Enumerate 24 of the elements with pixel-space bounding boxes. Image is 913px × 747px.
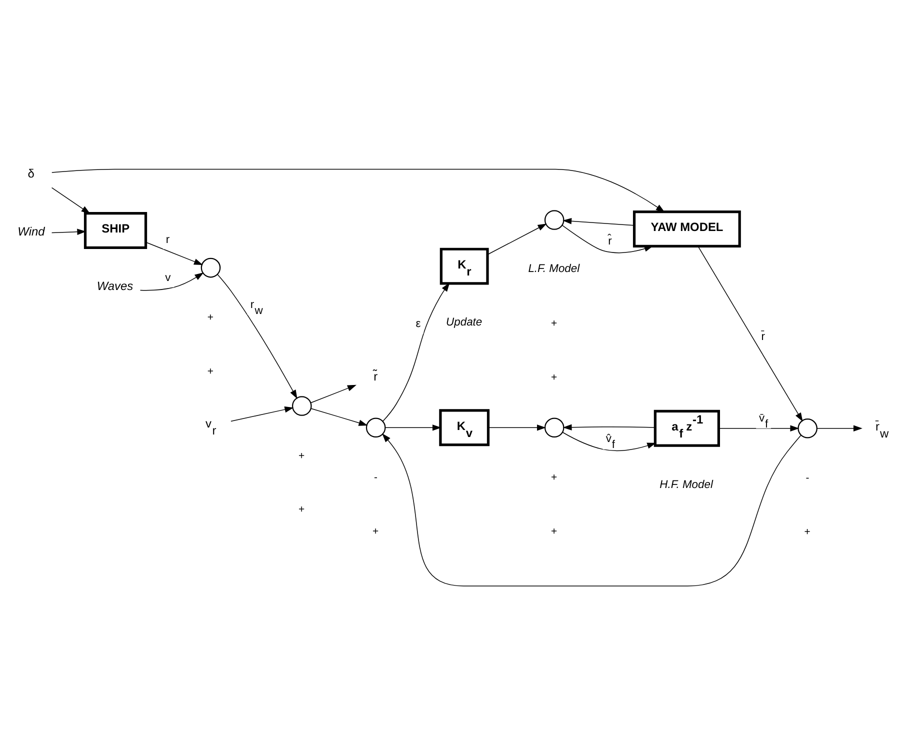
label: +	[207, 312, 214, 324]
edge-label: ε	[416, 318, 421, 330]
node-text: Waves	[96, 279, 134, 294]
label: +	[550, 472, 558, 484]
edge-label: v	[165, 272, 171, 284]
label: L.F. Model	[528, 262, 580, 275]
edge-label: r̂	[608, 235, 612, 248]
node-text: Wind	[18, 224, 45, 239]
label: +	[298, 450, 305, 462]
label: +	[804, 526, 810, 538]
edge-label: r	[166, 234, 170, 246]
node-text: r̃	[374, 369, 378, 384]
label: Update	[446, 316, 482, 329]
label: -	[374, 472, 378, 484]
label: -	[806, 473, 810, 484]
label: H.F. Model	[660, 478, 713, 491]
node-text: δ	[28, 166, 34, 180]
edge-label: r̄	[761, 330, 765, 343]
label: +	[550, 318, 558, 330]
label: +	[550, 372, 558, 384]
label: +	[550, 526, 558, 538]
label: +	[298, 504, 305, 516]
label: +	[372, 526, 379, 538]
label: +	[207, 366, 214, 378]
